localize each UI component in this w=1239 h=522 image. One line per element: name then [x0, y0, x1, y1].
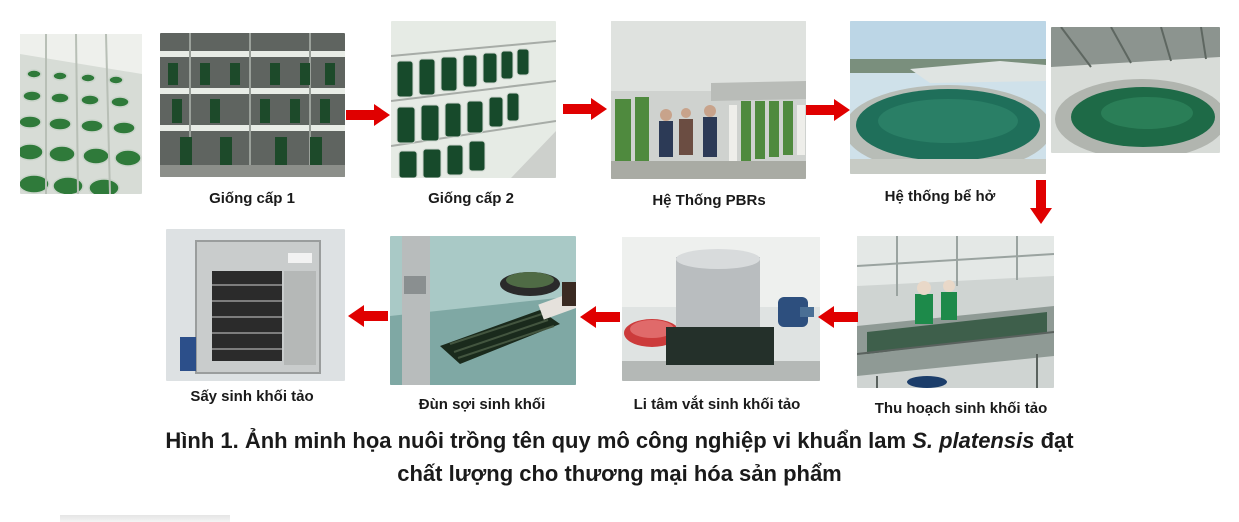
arrow-down: [1030, 180, 1052, 224]
photo-centrifuge: [622, 237, 820, 381]
step-label-centrifuge: Li tâm vắt sinh khối tảo: [633, 396, 801, 413]
photo-seed-level-1: [160, 33, 345, 177]
photo-open-pond-system: [850, 21, 1046, 174]
arrow-right-3: [806, 99, 850, 121]
step-label-extrusion: Đùn sợi sinh khối: [418, 396, 546, 413]
arrow-right-1: [346, 104, 390, 126]
step-label-open-pond-system: Hệ thống bể hở: [884, 188, 996, 205]
photo-open-pond-closeup: [1051, 27, 1220, 153]
step-label-seed-level-2: Giống cấp 2: [428, 190, 514, 207]
photo-drying-oven: [166, 229, 345, 381]
arrow-left-1: [818, 306, 858, 328]
photo-extrusion: [390, 236, 576, 385]
step-label-pbr-system: Hệ Thống PBRs: [652, 192, 766, 209]
arrow-left-3: [348, 305, 388, 327]
step-label-harvesting: Thu hoạch sinh khối tảo: [874, 400, 1048, 417]
caption-line-1: Hình 1. Ảnh minh họa nuôi trồng tên quy …: [0, 424, 1239, 457]
step-label-drying: Sấy sinh khối tảo: [190, 388, 314, 405]
arrow-left-2: [580, 306, 620, 328]
cropped-image-edge: [60, 515, 230, 522]
photo-pbr-system: [611, 21, 806, 179]
caption-line-2: chất lượng cho thương mại hóa sản phẩm: [397, 461, 842, 486]
photo-harvesting: [857, 236, 1054, 388]
caption-species: S. platensis: [912, 428, 1035, 453]
figure-caption: Hình 1. Ảnh minh họa nuôi trồng tên quy …: [0, 424, 1239, 490]
caption-prefix: Hình 1. Ảnh minh họa nuôi trồng tên quy …: [165, 428, 913, 453]
step-label-seed-level-1: Giống cấp 1: [209, 190, 295, 207]
caption-suffix: đạt: [1034, 428, 1074, 453]
arrow-right-2: [563, 98, 607, 120]
photo-flask-culture-rack: [20, 34, 142, 194]
photo-seed-level-2: [391, 21, 556, 178]
